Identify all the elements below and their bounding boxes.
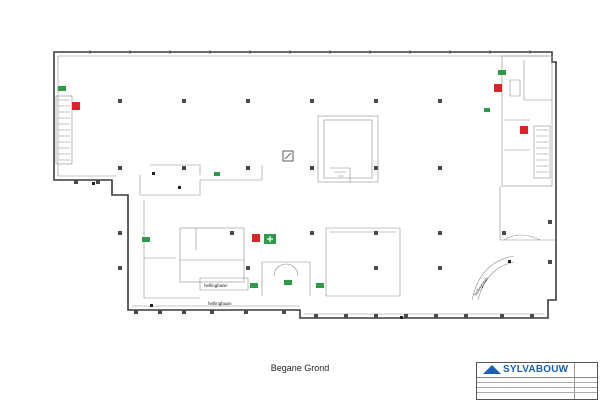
- title-block-logo-row: SYLVABOUW: [477, 363, 597, 378]
- stair-symbol-center: [282, 150, 294, 162]
- fire-extinguisher-icon: [72, 84, 528, 242]
- ramp-label: hellingbaan: [204, 283, 228, 288]
- column-grid: [74, 99, 552, 318]
- inner-wall-lines: [55, 55, 556, 315]
- drawing-caption: Begane Grond: [270, 363, 330, 373]
- company-logo: SYLVABOUW: [503, 364, 568, 375]
- outer-walls: [53, 51, 557, 319]
- top-wall-ticks: [89, 50, 531, 54]
- title-block-rule: [477, 387, 597, 388]
- house-roof-icon: [483, 365, 501, 374]
- logo-prefix: SYLVA: [503, 364, 536, 375]
- door-markers: [92, 172, 511, 319]
- title-block-rule: [477, 392, 597, 393]
- title-block-rule: [477, 382, 597, 383]
- ramp-label: hellingbaan: [208, 301, 232, 306]
- emergency-exit-icon: [58, 70, 506, 288]
- title-block-cell: [574, 363, 597, 399]
- aed-icon: [264, 234, 276, 244]
- ramp-label: hellingbaan: [473, 276, 490, 297]
- title-block: SYLVABOUW: [476, 362, 598, 400]
- logo-suffix: BOUW: [535, 364, 569, 375]
